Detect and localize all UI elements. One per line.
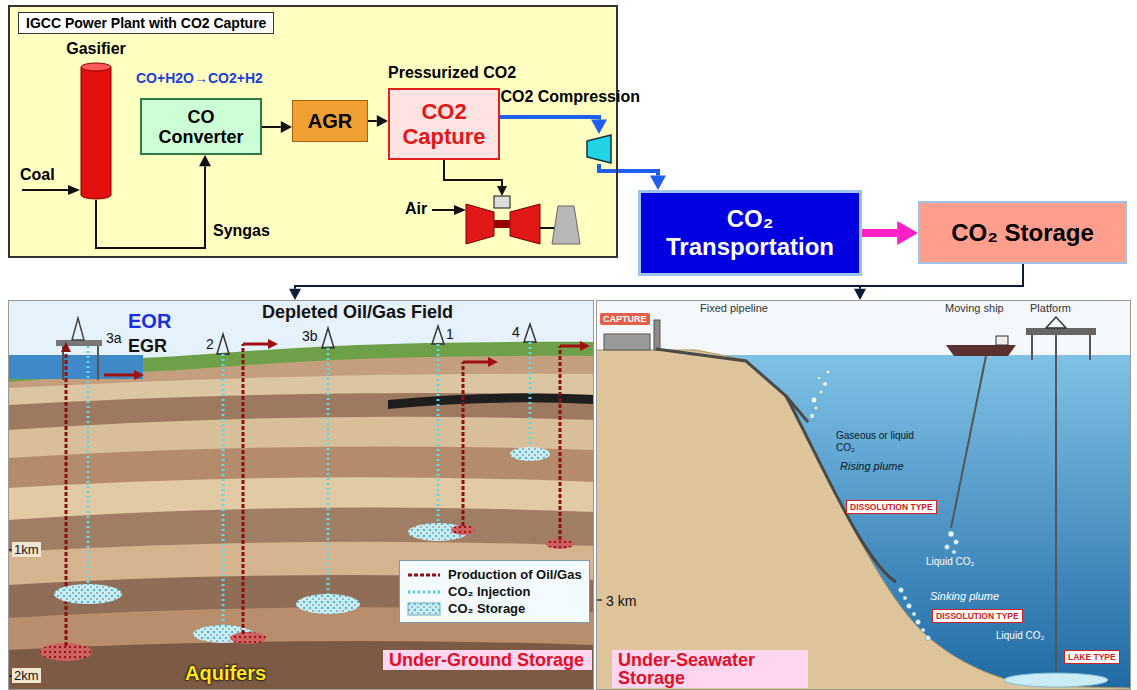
stream-label: Air: [405, 200, 427, 218]
flow-arrow: [262, 121, 292, 133]
legend-row: CO₂ Injection: [407, 584, 582, 599]
callout-number: 1: [446, 326, 454, 342]
arrow-head: [897, 221, 918, 245]
flow-line: [262, 126, 281, 128]
storage-panel: Under-Seawater Storage: [596, 300, 1131, 690]
legend-sample: [407, 585, 441, 599]
stream-label: Coal: [20, 166, 55, 184]
flow-line: [500, 117, 599, 120]
callout-number: 3b: [302, 328, 318, 344]
compressor-outline: [586, 134, 612, 164]
tag-label: CAPTURE: [600, 313, 650, 325]
note-label: Gaseous or liquid CO₂: [836, 430, 916, 454]
part-label: Moving ship: [945, 302, 1004, 315]
part-label: Fixed pipeline: [700, 302, 768, 315]
stream-label: Pressurized CO2: [388, 64, 516, 82]
tag-label: LAKE TYPE: [1064, 650, 1120, 664]
capture-box: CO2 Capture: [388, 88, 500, 160]
note-label: Liquid CO₂: [926, 556, 974, 567]
field-label: Depleted Oil/Gas Field: [262, 302, 453, 322]
flow-line: [599, 164, 658, 176]
flow-arrow: [368, 115, 388, 127]
flow-arrow: [862, 221, 918, 245]
arrow-head: [650, 176, 666, 190]
legend-box: Production of Oil/GasCO₂ InjectionCO₂ St…: [399, 560, 590, 623]
coal-feed: [22, 185, 80, 195]
plant-panel: IGCC Power Plant with CO2 CaptureGasifie…: [8, 5, 618, 258]
flow-line: [860, 264, 1023, 289]
depth-label: 2km: [12, 668, 41, 683]
method-label: EGR: [128, 336, 167, 357]
process-box: AGR: [292, 100, 368, 142]
node-text: CO₂ Storage: [951, 219, 1094, 247]
compressor-symbol: CO2 Compression: [586, 134, 612, 164]
legend-row: Production of Oil/Gas: [407, 567, 582, 582]
transport-box: CO₂ Transportation: [638, 190, 862, 276]
tag-label: DISSOLUTION TYPE: [846, 500, 937, 514]
flow-line: [368, 120, 377, 122]
note-label: Rising plume: [840, 460, 904, 472]
note-label: Sinking plume: [930, 590, 999, 602]
node-text: CO2 Capture: [395, 99, 493, 149]
arrow-head: [199, 155, 211, 166]
flow-arrow: [854, 264, 1023, 300]
underground-illustration: [8, 300, 594, 690]
node-text: AGR: [308, 110, 352, 133]
legend-sample: [407, 602, 441, 616]
arrow-head: [377, 115, 388, 127]
flow-line: [862, 229, 897, 237]
process-box: CO Converter: [140, 98, 262, 155]
storage-box: CO₂ Storage: [918, 201, 1127, 264]
node-text: Under-Ground Storage: [383, 650, 592, 670]
callout-number: 3a: [106, 330, 122, 346]
callout-number: 2: [206, 336, 214, 352]
node-text: Gasifier: [66, 40, 126, 58]
node-text: IGCC Power Plant with CO2 Capture: [18, 12, 274, 34]
vessel-outline: [80, 62, 112, 200]
node-text: CO Converter: [147, 107, 255, 147]
part-label: Platform: [1030, 302, 1071, 315]
edge-label: Syngas: [213, 222, 270, 240]
flow-arrow: [96, 155, 211, 248]
legend-text: CO₂ Injection: [448, 584, 530, 599]
layer-label: Aquifers: [185, 662, 266, 685]
storage-panel: Under-Ground Storage: [8, 300, 594, 690]
legend-sample: [407, 568, 441, 582]
legend-row: CO₂ Storage: [407, 601, 582, 616]
equation-text: CO+H2O→CO2+H2: [136, 70, 263, 86]
panel-ground: [8, 5, 618, 258]
method-label: EOR: [128, 310, 171, 333]
depth-label: 3 km: [606, 593, 636, 609]
legend-text: Production of Oil/Gas: [448, 567, 582, 582]
arrow-head: [289, 289, 301, 300]
arrow-head: [281, 121, 292, 133]
legend-text: CO₂ Storage: [448, 601, 525, 616]
depth-label: 1km: [12, 542, 41, 557]
note-label: Liquid CO₂: [996, 630, 1044, 641]
flow-arrow: [500, 117, 607, 134]
gas-turbine: [432, 160, 580, 244]
flow-arrow: [599, 164, 666, 190]
seawater-illustration: [596, 300, 1131, 690]
callout-number: 4: [512, 324, 520, 340]
arrow-head: [854, 289, 866, 300]
flow-line: [96, 166, 205, 248]
node-text: Under-Seawater Storage: [612, 650, 808, 688]
node-text: CO₂ Transportation: [646, 205, 854, 261]
arrow-head: [591, 120, 607, 134]
node-text: CO2 Compression: [500, 88, 640, 106]
gasifier-vessel: Gasifier: [80, 62, 112, 200]
tag-label: DISSOLUTION TYPE: [932, 609, 1023, 623]
